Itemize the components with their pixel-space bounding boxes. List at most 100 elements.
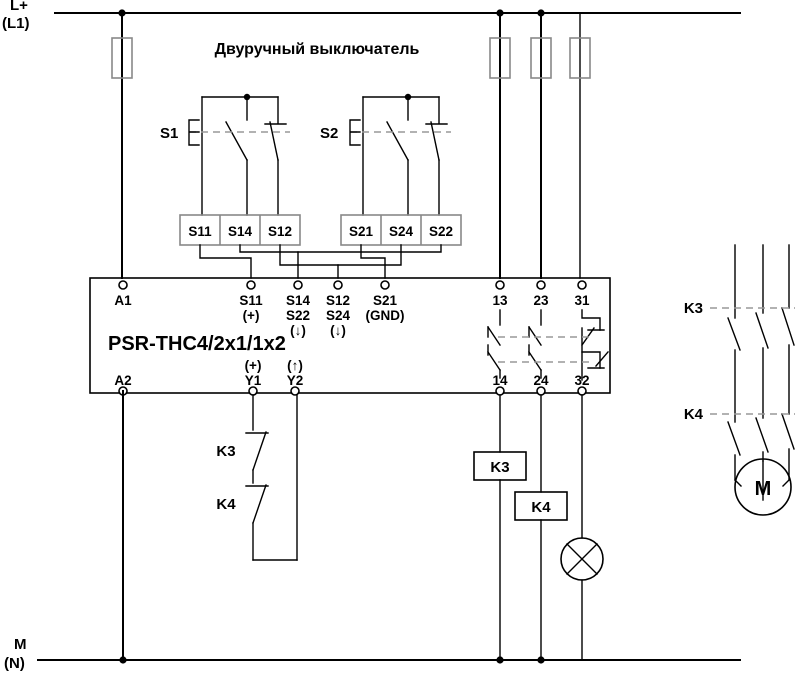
output-circuits: K3 K4 [473,394,604,664]
s1-actuator-bracket [188,119,200,146]
switch-s1-label: S1 [160,125,178,142]
terminal-y2[interactable] [290,386,300,396]
feedback-contact-k4-label: K4 [216,496,236,513]
fuse-13 [489,12,511,279]
contact-31-stem [581,309,601,331]
k4-motor-blade-3 [781,413,795,450]
k4-motor-blade-2 [755,417,769,453]
wire-s12-to-device [279,244,339,279]
terminal-31[interactable] [577,280,587,290]
fuse-a1 [111,12,133,279]
contact-24-blade [528,351,542,371]
terminal-y2-label-0: (↑) [287,358,303,373]
terminal-24[interactable] [536,386,546,396]
s2-nc-blade [430,121,440,161]
section-title: Двуручный выключатель [215,41,420,58]
terminal-s14-label-2: (↓) [290,323,306,338]
contact-32-link [581,351,601,369]
fuse-13-body [489,37,511,79]
switch-s1[interactable]: S1 [160,93,290,216]
feedback-contact-k3-label: K3 [216,443,235,460]
device-bottom-terminals: A2 (+) Y1 (↑) Y2 14 24 32 [114,358,590,396]
terminal-a1-label-0: A1 [114,293,132,308]
contact-14-blade [487,351,501,371]
motor-circle [734,458,792,516]
fuse-a1-body [111,37,133,79]
s1-no-blade [225,121,248,161]
k4-motor-blade-1 [727,421,741,456]
s1-terminal-label-2: S12 [268,224,292,239]
k3-motor-blade-3 [781,307,795,346]
feedback-loop: K3 K4 [216,394,298,561]
terminal-13[interactable] [495,280,505,290]
contact-32-blade [595,351,609,367]
terminal-14[interactable] [495,386,505,396]
s2-terminal-label-1: S24 [389,224,414,239]
fuse-31 [569,12,591,279]
terminal-y1[interactable] [248,386,258,396]
terminal-s11-label-1: (+) [243,308,260,323]
coil-k4-label: K4 [531,499,551,516]
wire-s11-to-device [199,244,252,279]
rail-top-label-line1: L+ [10,0,28,14]
terminal-s14-label-0: S14 [286,293,311,308]
switch-s2[interactable]: S2 [320,93,451,216]
indicator-lamp [560,537,604,581]
terminal-31-label: 31 [574,293,590,308]
s2-no-blade [386,121,409,161]
coil-k3-label: K3 [490,459,509,476]
terminal-a1[interactable] [118,280,128,290]
switch-device-wires [199,244,442,279]
device-name-label: PSR-THC4/2x1/1x2 [108,333,286,355]
terminal-14-label: 14 [492,373,508,388]
k4-contact-blade [252,484,267,524]
motor-contactor-k4-label: K4 [684,406,704,423]
s2-terminal-label-2: S22 [429,224,453,239]
k3-contact-blade [252,431,267,471]
device-body: PSR-THC4/2x1/1x2 [89,277,611,394]
motor-lead-1-join [734,479,742,487]
coil-supply-wires [119,390,127,664]
terminal-s11[interactable] [246,280,256,290]
s1-nc-blade [269,121,279,161]
terminal-a2-label: A2 [114,373,131,388]
s1-terminal-label-0: S11 [188,224,212,239]
terminal-32[interactable] [577,386,587,396]
terminal-block-s1: S11 S14 S12 [179,214,301,246]
wire-s22-to-device [297,244,442,253]
motor-label: M [755,478,772,500]
device-top-terminals: A1 S11 (+) S14 S22 (↓) S12 S24 (↓) S21 (… [114,280,590,338]
fuse-23-body [530,37,552,79]
device-outline [89,277,611,394]
terminal-s14[interactable] [293,280,303,290]
terminal-s12[interactable] [333,280,343,290]
switch-s2-label: S2 [320,125,338,142]
terminal-23-label: 23 [533,293,549,308]
terminal-23[interactable] [536,280,546,290]
lamp-cross-icon [566,543,598,575]
k3-motor-blade-2 [755,312,769,349]
s2-actuator-bracket [349,119,361,146]
terminal-13-label: 13 [492,293,508,308]
terminal-s12-label-0: S12 [326,293,350,308]
motor-contactor-k3-label: K3 [684,300,703,317]
wire-s14-to-device [239,244,299,279]
top-rail-group [54,9,741,17]
wire-s24-to-device [337,244,402,266]
terminal-y2-label-1: Y2 [287,373,304,388]
rail-top-label-line2: (L1) [2,15,30,32]
terminal-s21-label-1: (GND) [366,308,405,323]
terminal-s14-label-1: S22 [286,308,310,323]
terminal-s11-label-0: S11 [239,293,263,308]
wire-s21-to-device [360,244,386,279]
terminal-s12-label-2: (↓) [330,323,346,338]
terminal-s21-label-0: S21 [373,293,398,308]
terminal-s12-label-1: S24 [326,308,351,323]
contact-23-blade [528,326,542,346]
s1-terminal-label-1: S14 [228,224,253,239]
k3-motor-blade-1 [727,317,741,351]
contact-13-blade [487,326,501,346]
terminal-s21[interactable] [380,280,390,290]
